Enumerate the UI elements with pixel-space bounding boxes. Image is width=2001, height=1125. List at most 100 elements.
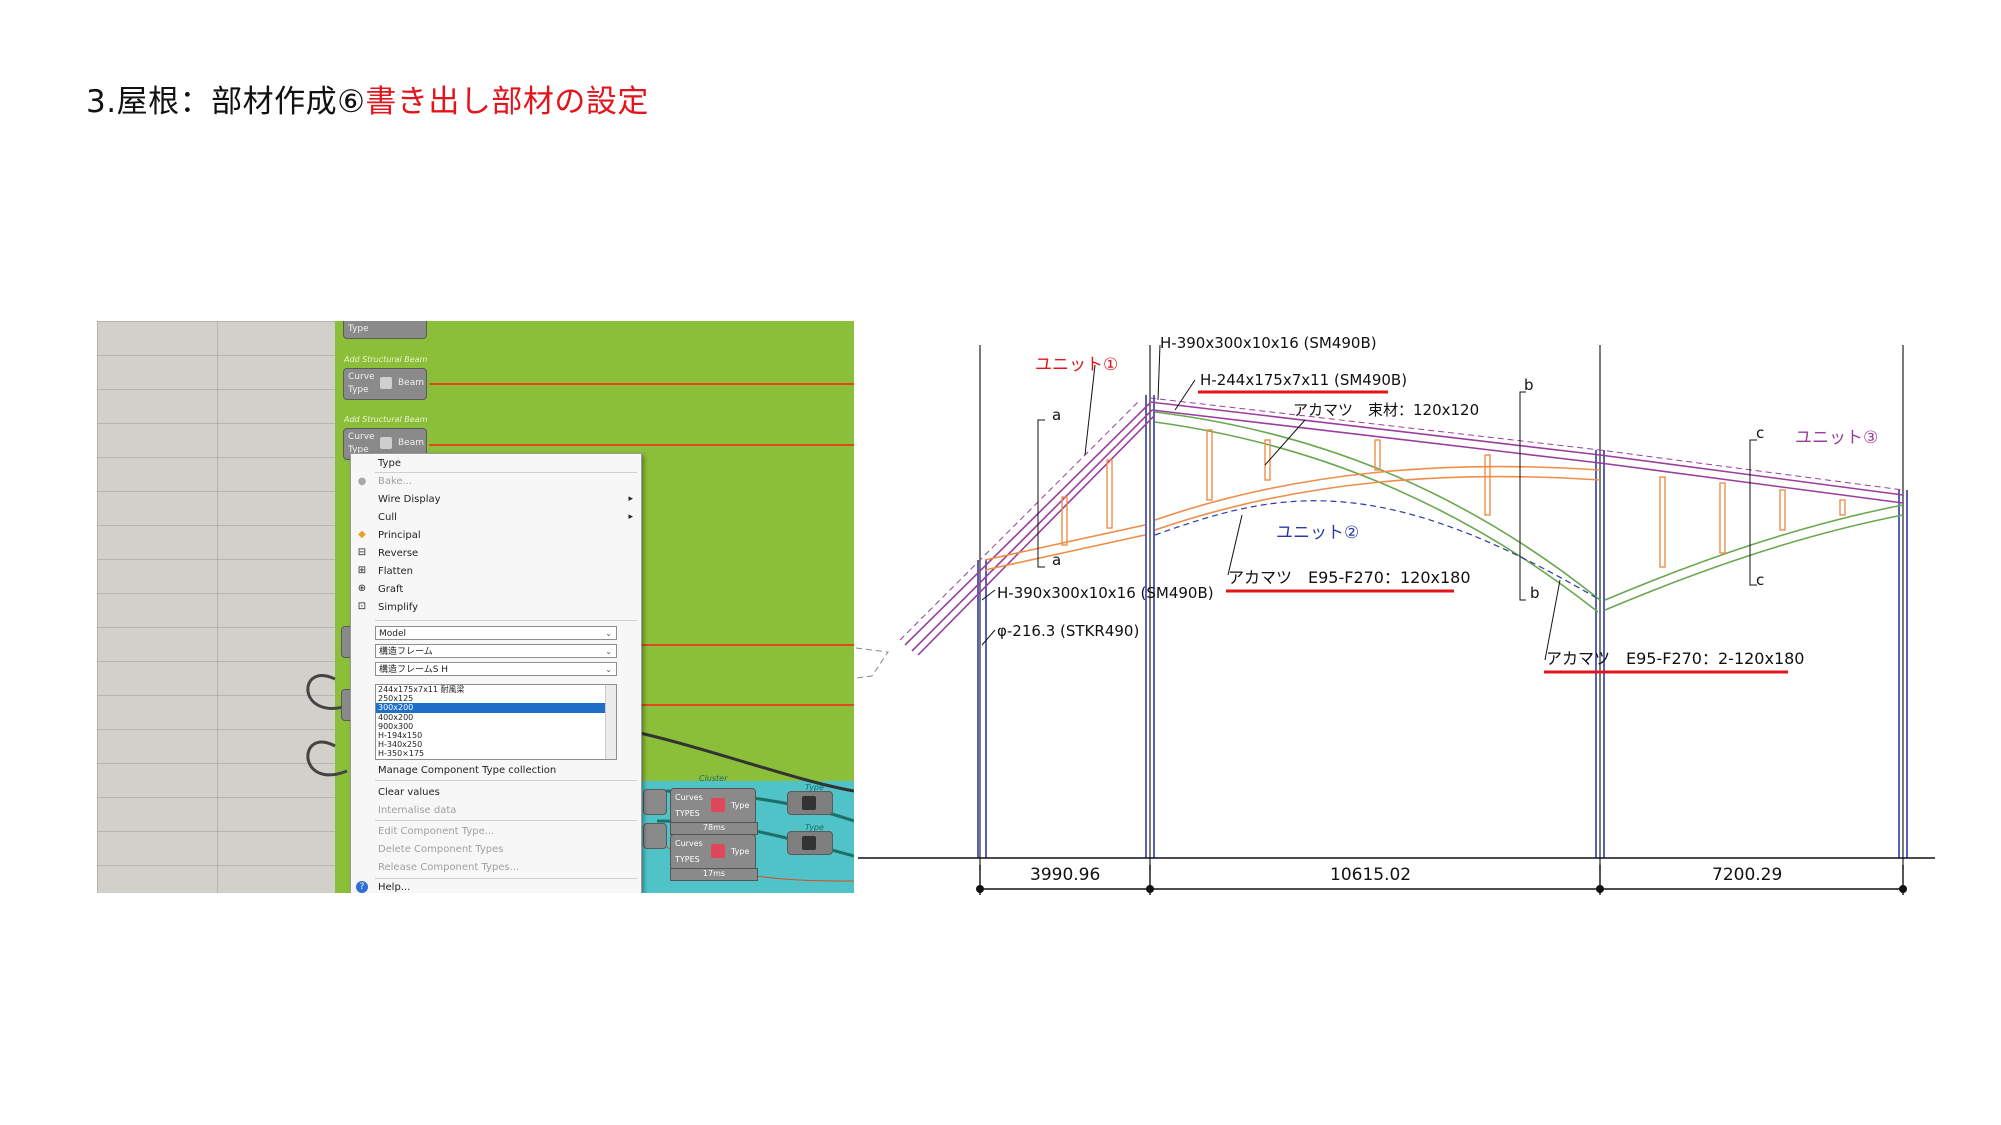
cube-icon	[802, 836, 816, 850]
section-label-b: b	[1524, 376, 1534, 394]
menu-item-graft[interactable]: Graft	[378, 584, 404, 595]
section-label-a: a	[1052, 551, 1061, 569]
menu-item-flatten[interactable]: Flatten	[378, 566, 413, 577]
section-label-c: c	[1756, 424, 1764, 442]
profiler-timer: 17ms	[670, 868, 758, 881]
type-list-item[interactable]: 900x300	[378, 721, 414, 731]
node-input-curve: Curve	[348, 432, 375, 442]
cluster-node[interactable]: Curves TYPES Type	[670, 834, 756, 870]
model-dropdown[interactable]: Model⌄	[375, 626, 617, 640]
dimension-value: 7200.29	[1712, 865, 1782, 885]
wire	[640, 704, 854, 706]
list-scrollbar[interactable]	[605, 685, 616, 759]
type-label: Type	[805, 823, 824, 832]
menu-separator	[375, 878, 637, 879]
grasshopper-screenshot: Type Add Structural Beam Curve Type Beam…	[97, 321, 854, 893]
timber-arch-green	[1154, 411, 1904, 613]
chevron-down-icon: ⌄	[605, 665, 612, 674]
bake-icon: ●	[357, 476, 367, 487]
type-list-item[interactable]: 400x200	[378, 712, 414, 722]
menu-item-clear-values[interactable]: Clear values	[378, 787, 440, 798]
type-list-item[interactable]: H-194x150	[378, 731, 423, 741]
cluster-label: Cluster	[699, 774, 728, 783]
menu-item-wire-display[interactable]: Wire Display	[378, 494, 441, 505]
reverse-icon: ⊟	[357, 547, 367, 558]
graft-icon: ⊕	[357, 583, 367, 594]
node-output-beam: Beam	[398, 378, 424, 388]
node-input-label: Type	[348, 324, 369, 334]
node-input-curve: Curve	[348, 372, 375, 382]
menu-item-internalise[interactable]: Internalise data	[378, 805, 457, 816]
type-label: Type	[805, 783, 824, 792]
context-menu: Type ● Bake... Wire Display ▸ Cull ▸ ◆ P…	[350, 453, 642, 893]
cluster-icon	[711, 844, 725, 858]
principal-icon: ◆	[358, 529, 366, 540]
slide-title-main: 3.屋根：部材作成⑥	[86, 84, 366, 120]
section-label-a: a	[1052, 406, 1061, 424]
menu-item-edit-type[interactable]: Edit Component Type...	[378, 826, 495, 837]
menu-item-release-types[interactable]: Release Component Types...	[378, 862, 520, 873]
node-input-type: Type	[348, 385, 369, 395]
type-param-node[interactable]	[787, 791, 833, 815]
beam-icon	[380, 377, 392, 389]
type-list-item[interactable]: 250x125	[378, 694, 414, 704]
cluster-output-type: Type	[731, 801, 750, 810]
type-param-node[interactable]	[787, 831, 833, 855]
cube-icon	[802, 796, 816, 810]
cluster-node[interactable]: Curves TYPES Type	[670, 788, 756, 824]
type-listbox[interactable]: 244x175x7x11 耐風梁 250x125 300x200 400x200…	[375, 684, 617, 760]
label-h390-top: H-390x300x10x16 (SM490B)	[1160, 334, 1377, 352]
menu-item-principal[interactable]: Principal	[378, 530, 421, 541]
menu-item-simplify[interactable]: Simplify	[378, 602, 419, 613]
leader-lines	[981, 344, 1561, 661]
beam-icon	[380, 437, 392, 449]
menu-item-type[interactable]: Type	[378, 458, 401, 469]
label-akamatsu-1: アカマツ E95-F270：120x180	[1228, 568, 1471, 587]
cluster-output-type: Type	[731, 847, 750, 856]
vertical-struts	[1061, 429, 1846, 568]
menu-item-manage-collection[interactable]: Manage Component Type collection	[378, 765, 557, 776]
slide-title: 3.屋根：部材作成⑥書き出し部材の設定	[86, 76, 649, 121]
columns	[977, 395, 1908, 858]
label-h390-bottom: H-390x300x10x16 (SM490B)	[997, 584, 1214, 602]
grid-axes	[979, 345, 1904, 870]
dimension-value: 10615.02	[1330, 865, 1411, 885]
label-akamatsu-2: アカマツ E95-F270：2-120x180	[1546, 649, 1805, 668]
add-structural-beam-node[interactable]: Curve Type Beam	[343, 368, 427, 400]
menu-item-delete-types[interactable]: Delete Component Types	[378, 844, 504, 855]
category-dropdown-value: 構造フレーム	[379, 647, 433, 657]
menu-item-help[interactable]: Help...	[378, 882, 411, 893]
menu-item-cull[interactable]: Cull	[378, 512, 397, 523]
type-param-node[interactable]: Type	[343, 321, 427, 339]
label-unit1: ユニット①	[1035, 355, 1118, 375]
type-list-item[interactable]: H-340x250	[378, 740, 423, 750]
menu-separator	[375, 780, 637, 781]
section-label-b: b	[1530, 584, 1540, 602]
partial-node[interactable]	[643, 789, 667, 815]
menu-item-reverse[interactable]: Reverse	[378, 548, 419, 559]
menu-item-bake[interactable]: Bake...	[378, 476, 413, 487]
timber-arch-orange	[984, 465, 1601, 571]
menu-separator	[375, 472, 637, 473]
node-input-type: Type	[348, 445, 369, 455]
partial-node[interactable]	[643, 823, 667, 849]
wire	[640, 644, 854, 646]
simplify-icon: ⊡	[357, 601, 367, 612]
dimension-value: 3990.96	[1030, 865, 1100, 885]
help-icon: ?	[356, 881, 368, 893]
model-dropdown-value: Model	[379, 629, 407, 639]
roof-beam-dashed	[1149, 397, 1904, 491]
category-dropdown[interactable]: 構造フレーム⌄	[375, 644, 617, 658]
cluster-input-curves: Curves	[675, 793, 703, 802]
family-dropdown[interactable]: 構造フレームS H⌄	[375, 662, 617, 676]
section-markers	[1037, 391, 1757, 601]
type-list-item[interactable]: H-350×175	[378, 749, 425, 759]
dimension-line	[979, 865, 1904, 895]
type-list-item-selected[interactable]: 300x200	[376, 703, 616, 713]
type-list-item[interactable]: 244x175x7x11 耐風梁	[378, 685, 465, 694]
group-label: Add Structural Beam	[344, 415, 428, 424]
lower-chord-blue	[1154, 500, 1601, 601]
roof-beam-purple	[904, 401, 1904, 656]
label-unit3: ユニット③	[1795, 428, 1878, 448]
cluster-icon	[711, 798, 725, 812]
